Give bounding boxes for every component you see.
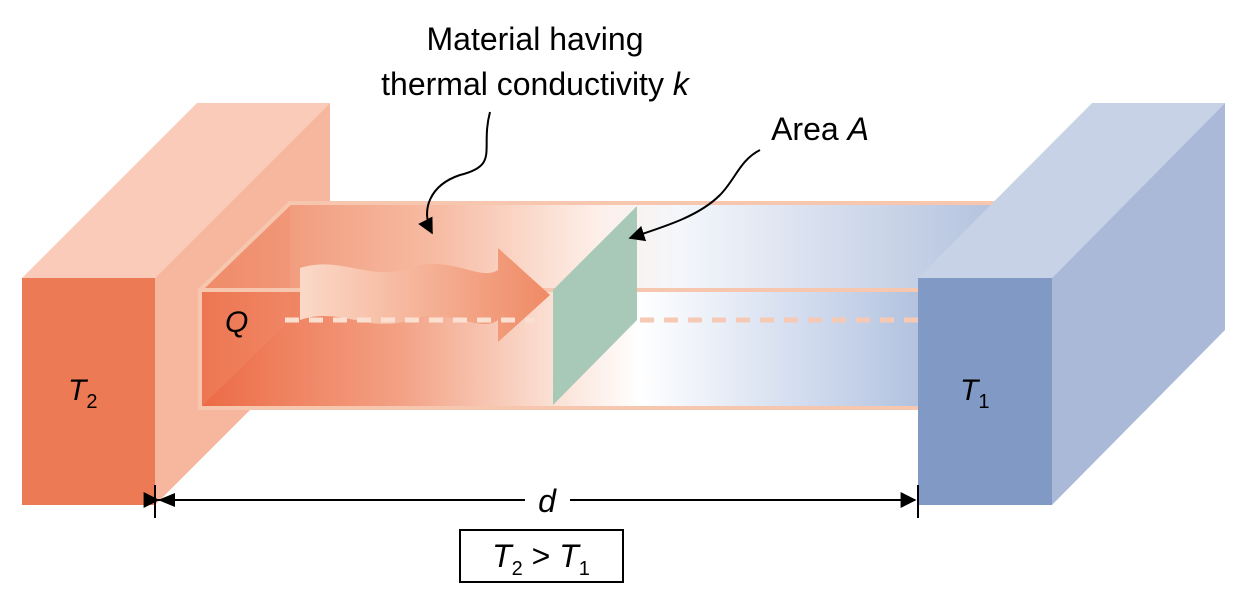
cold-temperature-label: T1 bbox=[960, 374, 989, 413]
cold-reservoir-front bbox=[918, 278, 1052, 505]
condition-left-subscript: 2 bbox=[512, 558, 523, 580]
material-label-line1: Material having bbox=[427, 21, 644, 57]
cold-reservoir-top bbox=[918, 103, 1225, 278]
rod-back-shadow bbox=[200, 203, 290, 408]
material-label-line2: thermal conductivity k bbox=[381, 66, 691, 102]
area-callout-pointer bbox=[628, 149, 761, 242]
material-label-text: thermal conductivity bbox=[381, 66, 673, 102]
area-symbol: A bbox=[846, 111, 869, 147]
condition-right-subscript: 1 bbox=[579, 558, 590, 580]
rod-outline-back-top bbox=[198, 201, 1000, 292]
condition-left-symbol: T bbox=[492, 538, 514, 574]
condition-right-symbol: T bbox=[559, 538, 581, 574]
hot-reservoir-top bbox=[22, 103, 330, 278]
condition-text: T2 > T1 bbox=[492, 538, 590, 580]
cold-reservoir bbox=[918, 103, 1225, 505]
distance-label: d bbox=[538, 483, 557, 519]
hot-reservoir-front bbox=[22, 278, 155, 505]
area-label-word: Area bbox=[771, 111, 847, 147]
cold-temperature-symbol: T bbox=[960, 374, 981, 407]
material-callout-pointer bbox=[418, 111, 491, 235]
heat-label: Q bbox=[225, 306, 248, 339]
hot-temperature-subscript: 2 bbox=[86, 391, 97, 413]
hot-temperature-label: T2 bbox=[68, 374, 97, 413]
distance-arrowhead-left bbox=[158, 493, 175, 507]
area-cross-section bbox=[553, 206, 637, 405]
condition-box bbox=[459, 529, 624, 583]
conductivity-symbol: k bbox=[673, 66, 691, 102]
area-label: Area A bbox=[771, 111, 869, 147]
hot-temperature-symbol: T bbox=[68, 374, 89, 407]
cold-reservoir-side bbox=[1052, 103, 1225, 505]
cold-temperature-subscript: 1 bbox=[978, 391, 989, 413]
condition-operator: > bbox=[523, 538, 559, 574]
